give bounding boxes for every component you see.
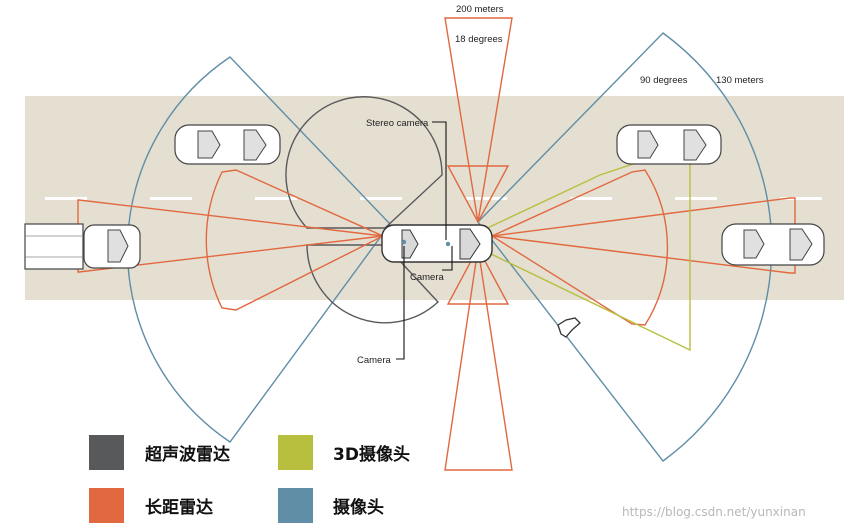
legend-swatch-ultrasonic (89, 435, 124, 470)
ultrasonic-field-rear-top (285, 96, 443, 229)
rear-camera-dot (401, 239, 407, 245)
road-edge-top (25, 93, 844, 96)
radar-front-narrow (444, 17, 513, 223)
car-top-right (616, 124, 722, 165)
stereo-camera-label: Stereo camera (366, 118, 429, 129)
radar-rearward-wide (205, 169, 385, 311)
legend-swatch-radar (89, 488, 124, 523)
rear-camera-label: Camera (357, 355, 392, 366)
legend-swatch-camera (278, 488, 313, 523)
stereo-camera-dot (445, 241, 451, 247)
range-200-label: 200 meters (456, 4, 504, 15)
road-edge-bottom (25, 300, 844, 303)
radar-forward-wide (490, 169, 669, 326)
car-right (721, 223, 825, 266)
car-top-left (174, 124, 281, 165)
radar-front-short (446, 165, 510, 224)
legend-swatch-camera-3d (278, 435, 313, 470)
front-camera-leader (442, 246, 453, 271)
angle-90-label: 90 degrees (640, 75, 688, 86)
front-camera-label: Camera (410, 272, 445, 283)
rear-camera-leader (396, 246, 405, 360)
legend: 超声波雷达 3D摄像头 长距雷达 摄像头 (89, 435, 410, 523)
radar-rear-short (446, 246, 510, 305)
radar-rear-narrow (444, 247, 513, 471)
lane-markings (45, 197, 822, 200)
legend-label-camera-3d: 3D摄像头 (333, 444, 410, 465)
legend-label-camera: 摄像头 (333, 497, 384, 518)
watermark: https://blog.csdn.net/yunxinan (622, 505, 806, 519)
range-130-label: 130 meters (716, 75, 764, 86)
pedestrian (557, 317, 581, 338)
stereo-camera-leader (432, 121, 447, 240)
ego-car (381, 224, 493, 263)
angle-18-label: 18 degrees (455, 34, 503, 45)
truck-left (24, 223, 141, 270)
legend-label-ultrasonic: 超声波雷达 (145, 444, 230, 465)
legend-label-radar: 长距雷达 (145, 497, 213, 518)
ultrasonic-field-rear-bottom (306, 244, 439, 324)
